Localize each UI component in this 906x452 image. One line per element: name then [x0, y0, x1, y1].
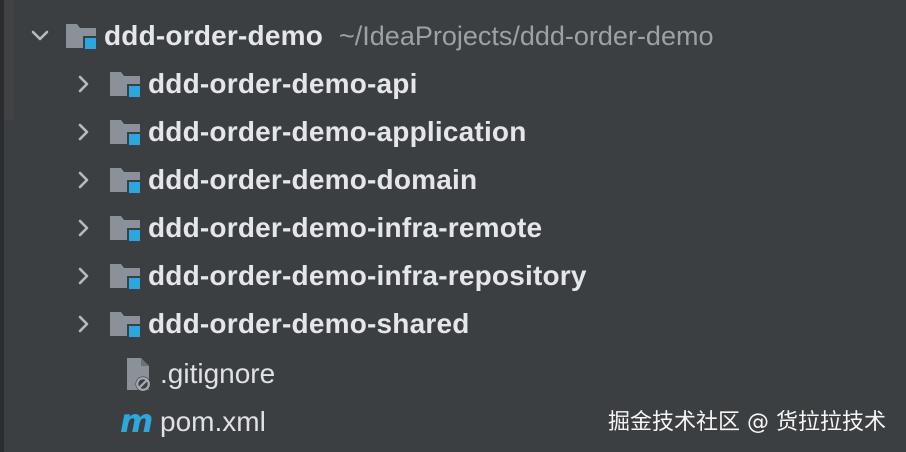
module-name: ddd-order-demo-domain	[148, 164, 478, 195]
file-name: .gitignore	[160, 358, 276, 389]
module-folder-icon	[106, 66, 146, 102]
chevron-right-icon[interactable]	[72, 72, 96, 96]
scrollbar-track[interactable]	[4, 0, 14, 120]
module-folder-icon	[106, 258, 146, 294]
tree-module-row[interactable]: ddd-order-demo-infra-repository	[72, 252, 587, 300]
root-module-name: ddd-order-demo	[104, 20, 324, 51]
tree-module-row[interactable]: ddd-order-demo-infra-remote	[72, 204, 542, 252]
chevron-right-icon[interactable]	[72, 264, 96, 288]
ignored-file-icon	[118, 354, 158, 394]
tree-module-row[interactable]: ddd-order-demo-domain	[72, 156, 477, 204]
module-name: ddd-order-demo-application	[148, 116, 527, 147]
svg-text:m: m	[120, 404, 153, 440]
module-folder-icon	[106, 114, 146, 150]
module-name: ddd-order-demo-infra-repository	[148, 260, 587, 291]
tree-module-row[interactable]: ddd-order-demo-shared	[72, 300, 470, 348]
tree-root-row[interactable]: ddd-order-demo ~/IdeaProjects/ddd-order-…	[28, 12, 713, 60]
module-folder-icon	[106, 306, 146, 342]
tree-module-row[interactable]: ddd-order-demo-api	[72, 60, 418, 108]
module-name: ddd-order-demo-api	[148, 68, 418, 99]
module-folder-icon	[106, 210, 146, 246]
watermark-text: 掘金技术社区 @ 货拉拉技术	[608, 410, 886, 435]
chevron-right-icon[interactable]	[72, 216, 96, 240]
chevron-right-icon[interactable]	[72, 168, 96, 192]
root-module-path: ~/IdeaProjects/ddd-order-demo	[339, 20, 714, 51]
chevron-right-icon[interactable]	[72, 120, 96, 144]
module-folder-icon	[62, 18, 102, 54]
module-name: ddd-order-demo-infra-remote	[148, 212, 543, 243]
module-name: ddd-order-demo-shared	[148, 308, 470, 339]
tree-file-row[interactable]: .gitignore	[118, 350, 275, 398]
tree-module-row[interactable]: ddd-order-demo-application	[72, 108, 527, 156]
module-folder-icon	[106, 162, 146, 198]
file-name: pom.xml	[160, 406, 266, 437]
chevron-down-icon[interactable]	[28, 24, 52, 48]
chevron-right-icon[interactable]	[72, 312, 96, 336]
maven-icon: m	[118, 402, 158, 442]
tree-file-row[interactable]: m pom.xml	[118, 398, 266, 446]
